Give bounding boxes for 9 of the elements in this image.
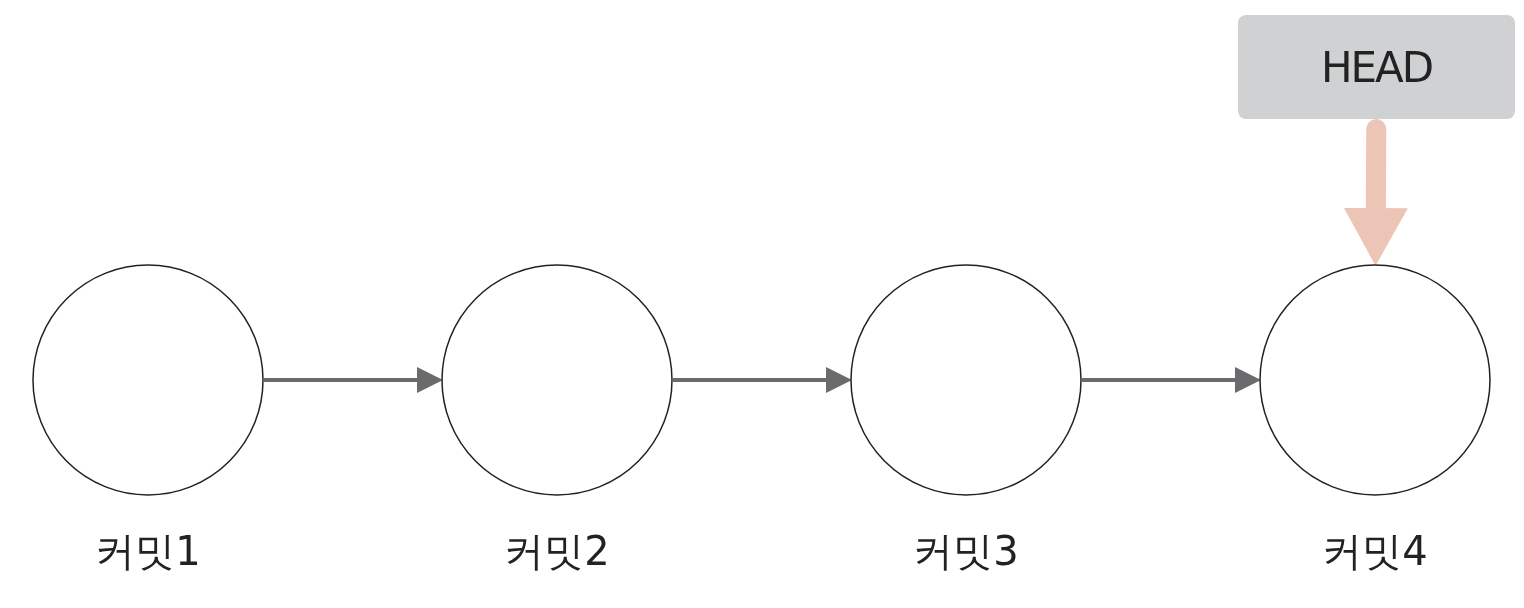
commit-label: 커밋4 [1322,527,1428,576]
arrow [673,367,852,393]
arrow [1343,119,1408,266]
arrow [1082,367,1261,393]
label-box: HEAD [1238,15,1515,119]
commit-label: 커밋2 [504,527,610,576]
commit-label: 커밋3 [913,527,1019,576]
commit-label: 커밋1 [95,527,201,576]
arrow [264,367,443,393]
